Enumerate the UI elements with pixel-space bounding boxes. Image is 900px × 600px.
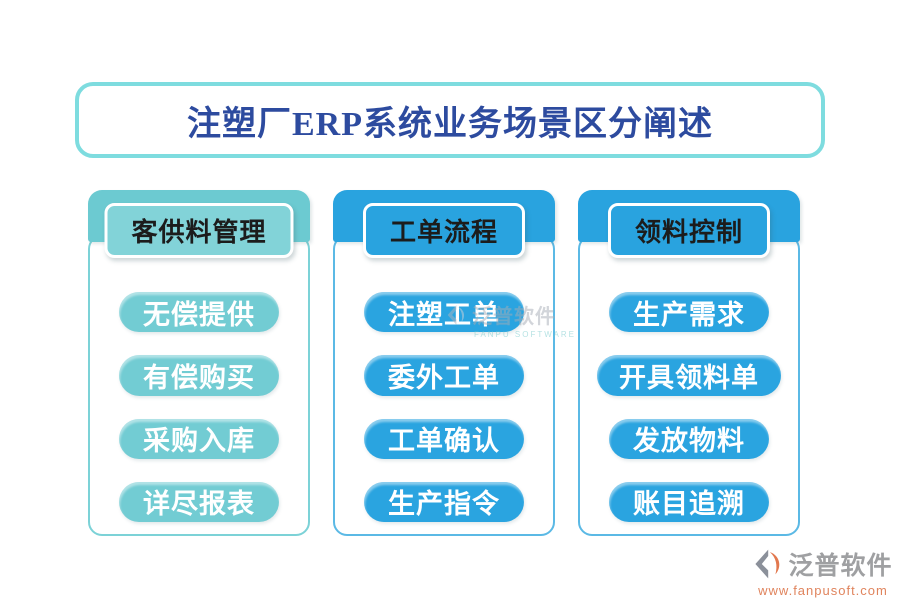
column-body: 注塑工单 委外工单 工单确认 生产指令 [333,235,555,536]
brand-name: 泛普软件 [788,553,893,580]
item-pill: 生产指令 [364,481,524,522]
item-pill: 开具领料单 [597,355,781,396]
footer-brand: 泛普软件 www.fanpusoft.com [750,546,896,598]
item-pill: 采购入库 [119,418,279,459]
item-pill: 注塑工单 [364,292,524,333]
item-pill: 详尽报表 [119,481,279,522]
item-pill: 有偿购买 [119,355,279,396]
title-banner: 注塑厂ERP系统业务场景区分阐述 [75,82,825,158]
item-pill: 发放物料 [609,418,769,459]
page-title: 注塑厂ERP系统业务场景区分阐述 [187,105,713,143]
column-work-order-flow: 工单流程 注塑工单 委外工单 工单确认 生产指令 [333,190,555,536]
item-pill: 委外工单 [364,355,524,396]
column-body: 无偿提供 有偿购买 采购入库 详尽报表 [88,235,310,536]
column-customer-supplied-materials: 客供料管理 无偿提供 有偿购买 采购入库 详尽报表 [88,190,310,536]
column-header-label: 客供料管理 [104,203,294,258]
fanpu-logo-icon [753,548,785,580]
column-body: 生产需求 开具领料单 发放物料 账目追溯 [578,235,800,536]
item-pill: 无偿提供 [119,292,279,333]
brand-url: www.fanpusoft.com [758,583,888,598]
columns: 客供料管理 无偿提供 有偿购买 采购入库 详尽报表 工单流程 注塑工单 委外工单… [88,190,800,536]
item-pill: 生产需求 [609,292,769,333]
item-pill: 账目追溯 [609,481,769,522]
column-header-label: 领料控制 [607,203,771,258]
column-header-label: 工单流程 [362,203,526,258]
item-pill: 工单确认 [364,418,524,459]
column-material-requisition-control: 领料控制 生产需求 开具领料单 发放物料 账目追溯 [578,190,800,536]
